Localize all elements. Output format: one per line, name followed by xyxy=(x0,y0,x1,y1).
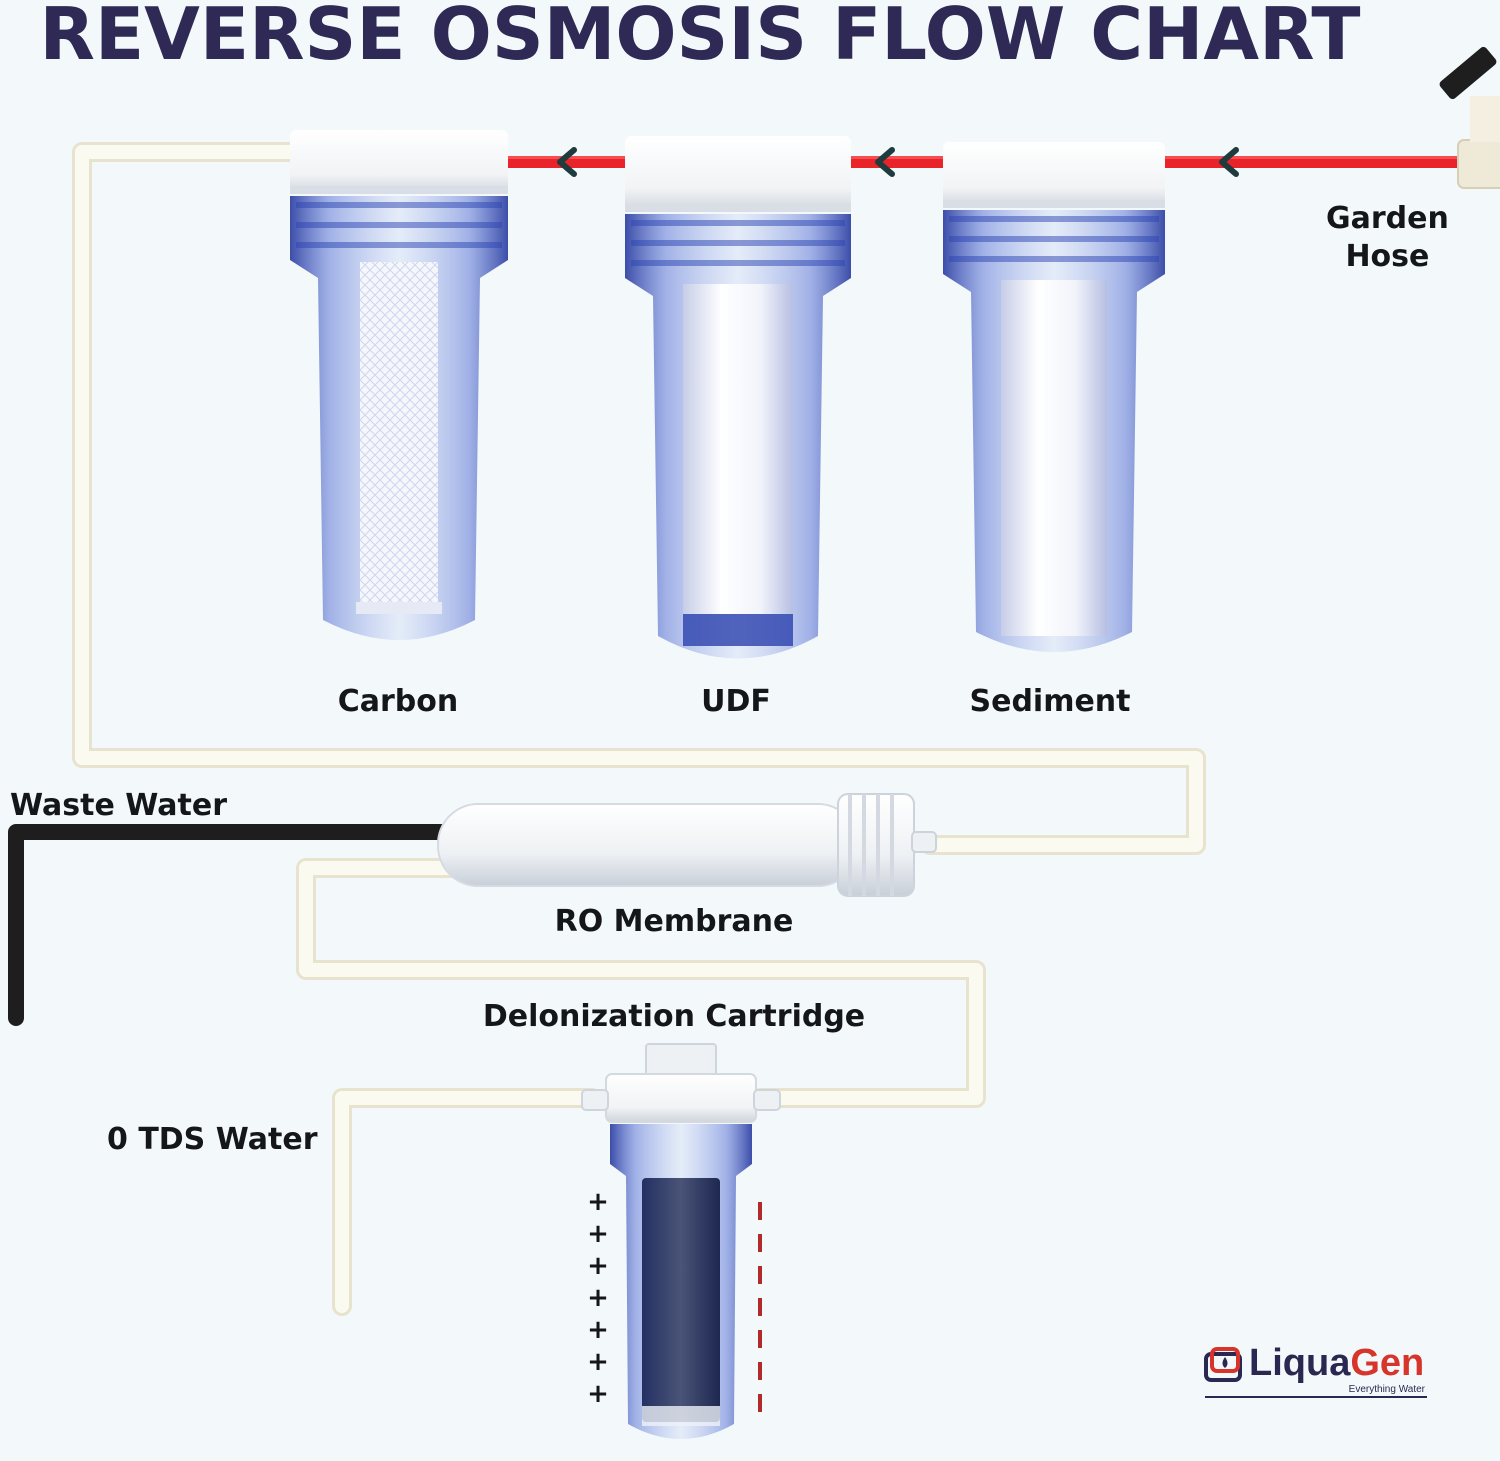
sediment-filter-housing xyxy=(943,142,1165,652)
positive-charge-mark: + xyxy=(587,1187,609,1217)
logo-underline xyxy=(1205,1396,1427,1398)
negative-charge-mark xyxy=(758,1394,762,1412)
waste-water-label: Waste Water xyxy=(10,788,227,823)
positive-charge-mark: + xyxy=(587,1219,609,1249)
ro-membrane-housing xyxy=(438,794,936,896)
udf-filter-housing xyxy=(625,136,851,659)
deionization-cartridge-label: Delonization Cartridge xyxy=(483,999,865,1034)
logo-wordmark: LiquaGen xyxy=(1249,1342,1424,1385)
garden-hose-label-line2: Hose xyxy=(1326,238,1449,276)
positive-charge-column: +++++++ xyxy=(587,1187,609,1409)
positive-charge-mark: + xyxy=(587,1315,609,1345)
garden-hose-label-line1: Garden xyxy=(1326,200,1449,238)
positive-charge-mark: + xyxy=(587,1283,609,1313)
negative-charge-mark xyxy=(758,1298,762,1316)
positive-charge-mark: + xyxy=(587,1251,609,1281)
liquagen-logo: LiquaGen Everything Water xyxy=(1203,1346,1433,1402)
deionization-cartridge-housing xyxy=(582,1044,780,1439)
negative-charge-mark xyxy=(758,1202,762,1220)
negative-charge-mark xyxy=(758,1266,762,1284)
negative-charge-mark xyxy=(758,1330,762,1348)
carbon-filter-housing xyxy=(290,130,508,640)
ro-membrane-label: RO Membrane xyxy=(555,904,794,939)
tds-water-label: 0 TDS Water xyxy=(107,1122,317,1157)
negative-charge-column xyxy=(758,1202,762,1412)
logo-tagline: Everything Water xyxy=(1349,1384,1425,1395)
negative-charge-mark xyxy=(758,1362,762,1380)
page-title: REVERSE OSMOSIS FLOW CHART xyxy=(0,0,1400,76)
logo-name-part1: Liqua xyxy=(1249,1342,1350,1384)
positive-charge-mark: + xyxy=(587,1347,609,1377)
water-drop-logo-icon xyxy=(1203,1346,1247,1390)
carbon-label: Carbon xyxy=(338,684,459,719)
logo-name-part2: Gen xyxy=(1350,1342,1424,1384)
positive-charge-mark: + xyxy=(587,1379,609,1409)
negative-charge-mark xyxy=(758,1234,762,1252)
garden-hose-label: Garden Hose xyxy=(1326,200,1449,276)
udf-label: UDF xyxy=(701,684,771,719)
sediment-label: Sediment xyxy=(969,684,1130,719)
